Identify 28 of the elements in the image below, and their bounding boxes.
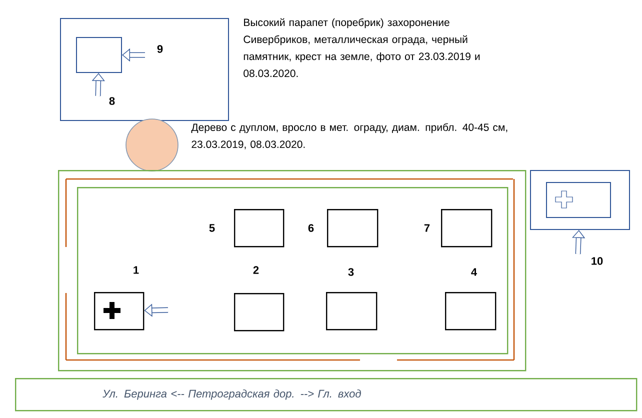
monument-box — [76, 37, 122, 73]
monument-box — [546, 182, 611, 218]
callout-number: 9 — [157, 45, 163, 53]
callout-number: 3 — [348, 268, 354, 276]
grave-box — [94, 292, 144, 330]
grave-box — [441, 209, 492, 248]
callout-number: 4 — [471, 268, 477, 276]
grave-box — [445, 292, 496, 330]
description-text: Высокий парапет (поребрик) захоронение Сивербриков, металлическая ограда, черный памятник, крест на земле, фото от 23.03.2019 и 08.03.2020. — [244, 18, 480, 78]
block-arrow — [92, 73, 105, 96]
tree-circle — [126, 118, 178, 172]
plot-box — [530, 170, 630, 230]
callout-number: 7 — [424, 224, 430, 232]
callout-number: 6 — [308, 224, 314, 232]
plot-box — [60, 18, 229, 121]
grave-box — [326, 292, 378, 330]
inner-fence-box — [77, 187, 508, 354]
callout-number: 5 — [209, 224, 215, 232]
grave-box — [234, 293, 284, 332]
callout-number: 8 — [109, 97, 115, 105]
grave-box — [234, 209, 284, 248]
grave-box — [327, 209, 378, 248]
callout-number: 10 — [592, 257, 603, 265]
callout-number: 2 — [253, 266, 259, 274]
road-band: Ул. Беринга <-- Петроградская дор. --> Гл. вход — [15, 378, 638, 412]
callout-number: 1 — [134, 266, 139, 274]
description-text: Дерево с дуплом, вросло в мет. ограду, диам. прибл. 40-45 см, 23.03.2019, 08.03.2020. — [191, 123, 508, 150]
outer-fence-box — [58, 170, 526, 372]
